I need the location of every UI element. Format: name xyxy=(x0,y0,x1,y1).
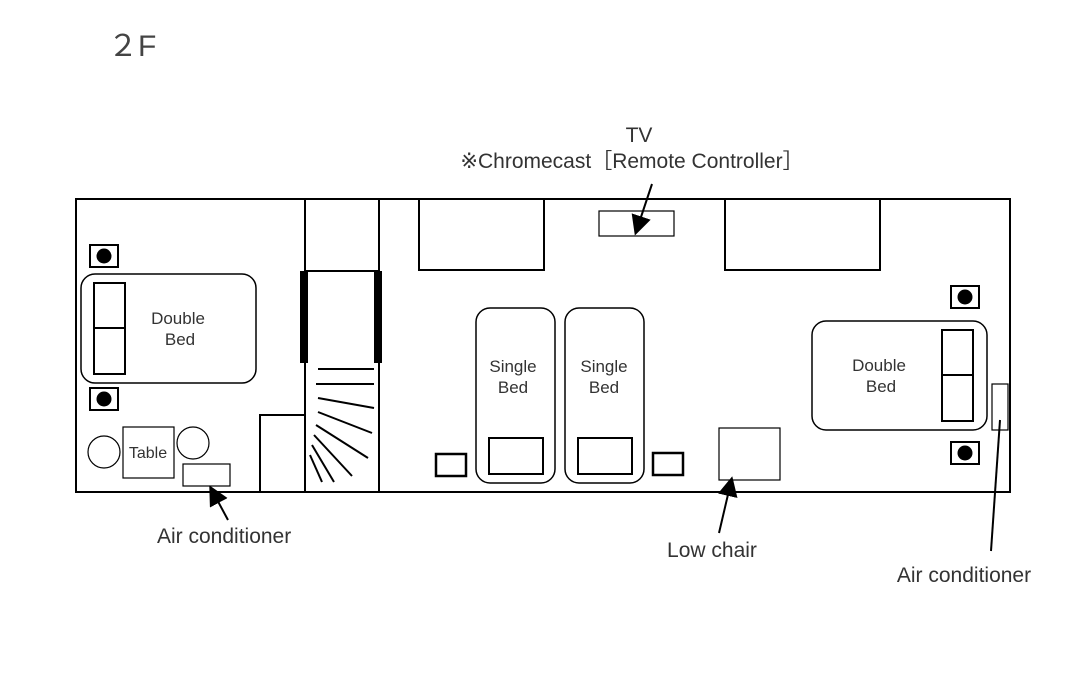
cabinet-top-right xyxy=(724,199,881,271)
air-conditioner-left-label: Air conditioner xyxy=(157,525,291,548)
double-bed-right: Double Bed xyxy=(811,320,988,431)
tv-note: ※Chromecast［Remote Controller］ xyxy=(460,150,803,173)
chair-right xyxy=(176,426,210,460)
single-bed-2-label-1: Single xyxy=(580,357,627,376)
floor-label: ２F xyxy=(108,30,156,63)
chair-left xyxy=(87,435,121,469)
table-label: Table xyxy=(129,445,167,462)
lamp-left-bottom xyxy=(89,387,119,411)
cabinet-top-left xyxy=(418,199,545,271)
double-bed-right-label-2: Bed xyxy=(866,377,896,396)
lamp-left-top xyxy=(89,244,119,268)
tv-label: TV xyxy=(626,124,653,147)
low-chair-arrow xyxy=(717,476,738,534)
tv xyxy=(598,210,675,237)
single-bed-2-label-2: Bed xyxy=(589,378,619,397)
low-chair xyxy=(718,427,781,481)
single-bed-1-label-2: Bed xyxy=(498,378,528,397)
low-chair-label: Low chair xyxy=(667,539,757,562)
single-bed-1-label-1: Single xyxy=(489,357,536,376)
closet xyxy=(259,414,305,492)
double-bed-left-label-1: Double xyxy=(151,309,205,328)
air-conditioner-right-line xyxy=(990,419,1001,552)
double-bed-left-label-2: Bed xyxy=(165,330,195,349)
nightstand-left xyxy=(434,452,468,478)
lamp-right-bottom xyxy=(950,441,980,465)
single-bed-2: Single Bed xyxy=(564,307,645,484)
tv-arrow xyxy=(631,183,653,236)
double-bed-left: Double Bed xyxy=(80,273,257,384)
staircase xyxy=(300,270,382,483)
air-conditioner-left-arrow xyxy=(209,485,229,521)
single-bed-1: Single Bed xyxy=(475,307,556,484)
nightstand-right xyxy=(651,451,685,477)
air-conditioner-right-label: Air conditioner xyxy=(897,564,1031,587)
table: Table xyxy=(122,426,175,479)
air-conditioner-left xyxy=(182,463,231,487)
lamp-right-top xyxy=(950,285,980,309)
double-bed-right-label-1: Double xyxy=(852,356,906,375)
